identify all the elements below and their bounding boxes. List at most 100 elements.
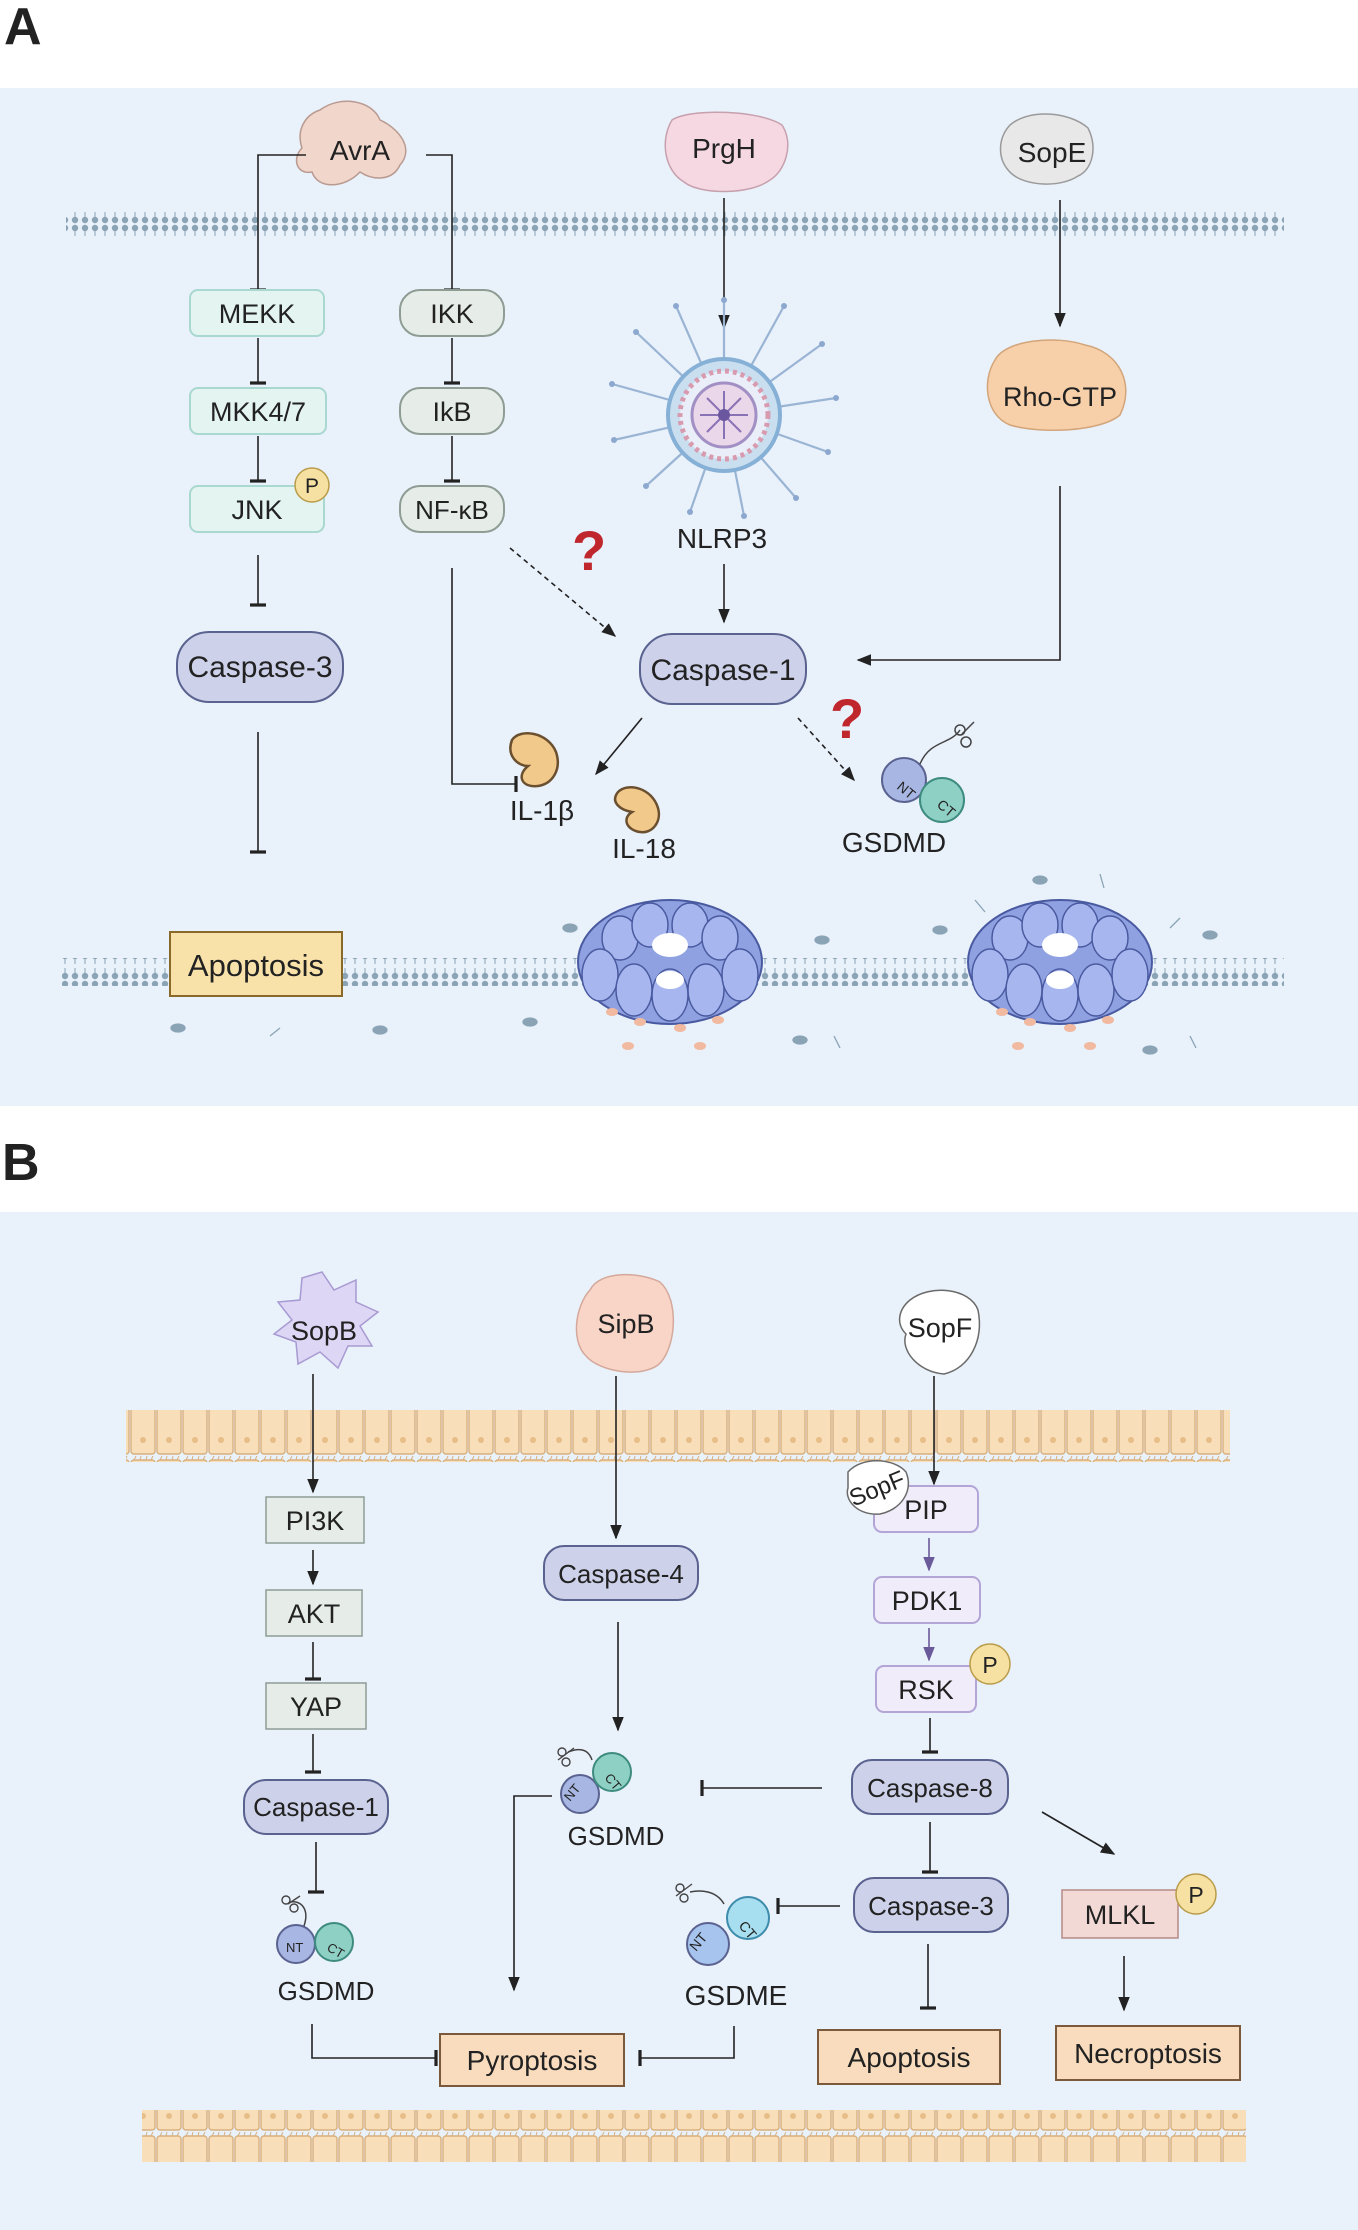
mekk-box: MEKK: [189, 289, 325, 337]
akt-label: AKT: [288, 1599, 341, 1629]
caspase3-b-label: Caspase-3: [868, 1891, 994, 1921]
svg-text:P: P: [305, 475, 319, 498]
avra-label: AvrA: [330, 135, 390, 166]
caspase4-label: Caspase-4: [558, 1559, 684, 1589]
caspase8-to-mlkl: [1041, 1811, 1116, 1855]
caspase1-to-il1b: [595, 717, 643, 776]
caspase3-a-label: Caspase-3: [187, 651, 332, 684]
gsdme-label: GSDME: [685, 1980, 788, 2011]
gsdmd-a-label: GSDMD: [842, 827, 946, 858]
gsdmd-mid-to-pyroptosis: [508, 1795, 552, 1992]
caspase8-label: Caspase-8: [867, 1773, 993, 1803]
avra-to-ikk-inhibition: [426, 154, 460, 292]
panel-b-bottom-epithelium: [142, 2110, 1246, 2162]
il18-label: IL-18: [612, 833, 676, 864]
akt-box: AKT: [265, 1589, 363, 1637]
pyroptosis-label: Pyroptosis: [467, 2045, 598, 2076]
sipb-protein: SipB: [575, 1273, 675, 1373]
sipb-label: SipB: [597, 1309, 654, 1339]
sopb-label: SopB: [291, 1316, 357, 1346]
pip-label: PIP: [904, 1495, 948, 1525]
nfkb-box: NF-κB: [399, 485, 505, 533]
membrane-fragments: [170, 873, 1218, 1055]
rsk-box: RSK: [875, 1665, 977, 1713]
sope-protein: SopE: [999, 113, 1094, 185]
caspase1-a-box: Caspase-1: [639, 633, 807, 705]
il18-molecule: [613, 786, 661, 834]
mlkl-box: MLKL: [1061, 1889, 1179, 1939]
mkk47-box: MKK4/7: [189, 387, 327, 435]
sopf-protein: SopF: [898, 1289, 981, 1375]
svg-text:P: P: [1188, 1882, 1203, 1908]
scissors-icon: [954, 721, 975, 748]
rhogtp-protein: Rho-GTP: [986, 339, 1127, 432]
apoptosis-b-label: Apoptosis: [848, 2042, 971, 2073]
scissors-icon: [675, 1883, 693, 1903]
caspase3-b-box: Caspase-3: [853, 1877, 1009, 1933]
sopf-bound-protein: SopF: [846, 1460, 909, 1515]
apoptosis-b-box: Apoptosis: [817, 2029, 1001, 2085]
svg-text:NT: NT: [286, 1940, 303, 1955]
nfkb-to-il1b-inhibition: [451, 568, 518, 792]
gsdme-to-pyroptosis: [638, 2026, 735, 2066]
pi3k-box: PI3K: [265, 1496, 365, 1544]
mlkl-phospho-badge: P: [1175, 1873, 1217, 1915]
necroptosis-box: Necroptosis: [1055, 2025, 1241, 2081]
ikb-label: IkB: [432, 397, 471, 427]
sope-label: SopE: [1018, 137, 1087, 168]
gsdmd-b-left-molecule: NT CT: [276, 1895, 354, 1964]
panel-b-letter: B: [2, 1134, 40, 1192]
gsdmd-a-molecule: NT CT: [881, 721, 975, 823]
panel-b-top-epithelium: [126, 1410, 1230, 1462]
avra-to-mekk-inhibition: [250, 154, 306, 292]
nfkb-to-caspase1-dashed: [509, 547, 617, 637]
nlrp3-inflammasome: [609, 297, 839, 519]
svg-text:P: P: [982, 1652, 997, 1678]
yap-label: YAP: [290, 1692, 342, 1722]
caspase8-box: Caspase-8: [851, 1759, 1009, 1815]
apoptosis-a-label: Apoptosis: [188, 948, 324, 983]
il1b-molecule: [509, 732, 559, 788]
pdk1-box: PDK1: [873, 1576, 981, 1624]
caspase1-a-label: Caspase-1: [650, 654, 795, 687]
ikb-box: IkB: [399, 387, 505, 435]
caspase1-b-label: Caspase-1: [253, 1792, 379, 1822]
rsk-label: RSK: [898, 1675, 954, 1705]
jnk-phospho-badge: P: [294, 467, 330, 503]
scissors-icon: [281, 1895, 301, 1913]
ikk-label: IKK: [430, 299, 474, 329]
mlkl-label: MLKL: [1085, 1900, 1156, 1930]
nlrp3-label: NLRP3: [677, 523, 767, 554]
gsdme-molecule: NT CT: [675, 1883, 770, 1966]
nfkb-label: NF-κB: [415, 495, 489, 525]
ikk-box: IKK: [399, 289, 505, 337]
gsdmd-pore-right: [967, 899, 1153, 1050]
avra-protein: AvrA: [295, 100, 407, 186]
jnk-label: JNK: [231, 495, 282, 525]
prgh-label: PrgH: [692, 133, 756, 164]
pdk1-label: PDK1: [892, 1586, 963, 1616]
rhogtp-to-caspase1: [856, 486, 1061, 666]
caspase1-b-box: Caspase-1: [243, 1779, 389, 1835]
pyroptosis-box: Pyroptosis: [439, 2033, 625, 2087]
caspase1-to-gsdmd-dashed: [797, 717, 855, 782]
gsdmd-b-left-label: GSDMD: [278, 1976, 375, 2006]
prgh-protein: PrgH: [664, 111, 789, 193]
mkk47-label: MKK4/7: [210, 397, 306, 427]
panel-a-top-membrane: [66, 212, 1284, 240]
gsdmd-b-mid-molecule: NT CT: [557, 1747, 632, 1814]
sopf-label: SopF: [908, 1313, 973, 1343]
necroptosis-label: Necroptosis: [1074, 2038, 1222, 2069]
caspase4-box: Caspase-4: [543, 1545, 699, 1601]
yap-box: YAP: [265, 1682, 367, 1730]
caspase3-a-box: Caspase-3: [176, 631, 344, 703]
jnk-box: JNK: [189, 485, 325, 533]
question-mark-gsdmd: ?: [830, 687, 864, 750]
rhogtp-label: Rho-GTP: [1003, 382, 1117, 412]
pi3k-label: PI3K: [286, 1506, 345, 1536]
sopb-protein: SopB: [272, 1271, 380, 1370]
apoptosis-a-box: Apoptosis: [169, 931, 343, 997]
gsdmd-b-mid-label: GSDMD: [568, 1821, 665, 1851]
il1b-label: IL-1β: [510, 795, 574, 826]
